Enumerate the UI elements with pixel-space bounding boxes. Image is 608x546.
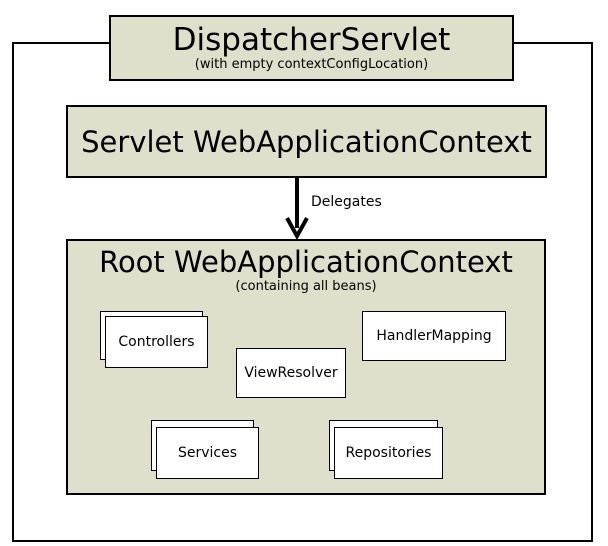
controllers-bean: Controllers — [105, 316, 208, 368]
dispatcher-servlet-subtitle: (with empty contextConfigLocation) — [194, 57, 429, 72]
dispatcher-servlet-title: DispatcherServlet — [172, 22, 451, 58]
handlermapping-bean: HandlerMapping — [362, 311, 506, 361]
root-webapplicationcontext-title: Root WebApplicationContext — [99, 245, 513, 279]
viewresolver-label: ViewResolver — [244, 365, 338, 381]
root-webapplicationcontext-subtitle: (containing all beans) — [235, 279, 377, 294]
delegates-label: Delegates — [311, 194, 382, 210]
viewresolver-bean: ViewResolver — [236, 348, 346, 398]
servlet-webapplicationcontext-title: Servlet WebApplicationContext — [81, 124, 532, 159]
handlermapping-label: HandlerMapping — [376, 328, 492, 344]
root-webapplicationcontext-box: Root WebApplicationContext (containing a… — [66, 239, 546, 495]
controllers-label: Controllers — [118, 334, 195, 350]
services-bean: Services — [156, 427, 259, 479]
repositories-bean: Repositories — [334, 427, 443, 479]
delegates-arrow-head — [285, 217, 309, 241]
delegates-arrow — [285, 178, 309, 241]
services-label: Services — [177, 445, 238, 461]
dispatcher-servlet-box: DispatcherServlet (with empty contextCon… — [109, 15, 514, 81]
repositories-label: Repositories — [345, 445, 432, 461]
servlet-webapplicationcontext-box: Servlet WebApplicationContext — [66, 105, 547, 178]
